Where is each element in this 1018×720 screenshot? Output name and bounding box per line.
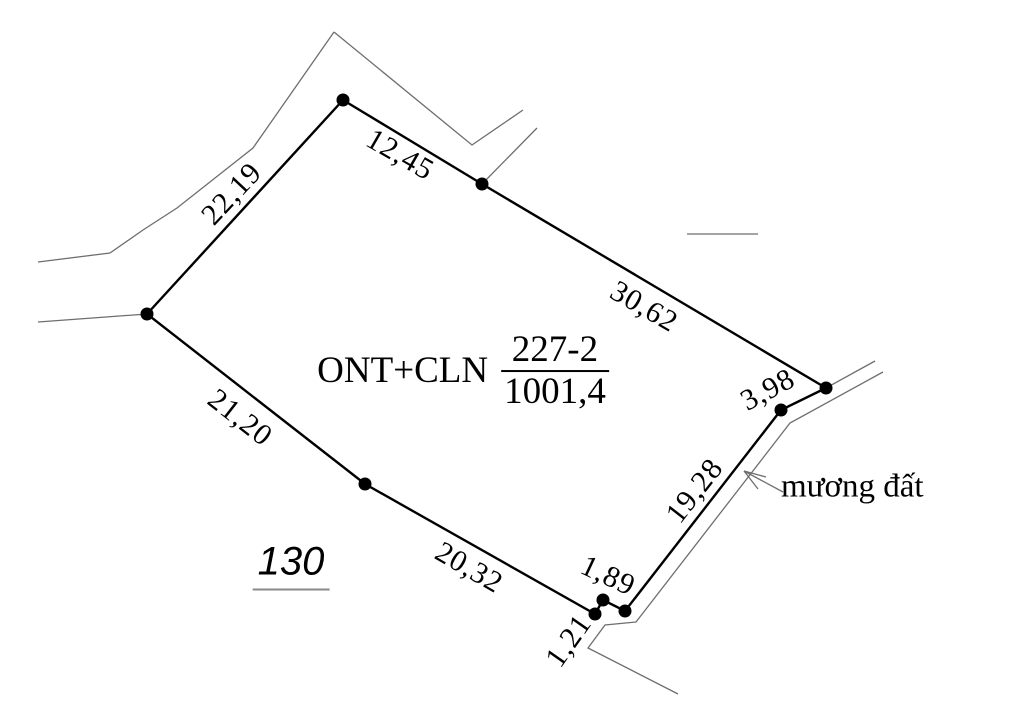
parcel-boundary [145, 98, 829, 616]
parcel-area: 1001,4 [501, 370, 609, 412]
parcel-center-label: ONT+CLN 227-2 1001,4 [317, 330, 609, 412]
vertex-dot-1 [140, 307, 154, 321]
parcel-number-area-fraction: 227-2 1001,4 [501, 330, 609, 412]
ditch-bank-lower [587, 371, 884, 695]
ditch-arrow-shaft [743, 470, 784, 493]
vertex-dot-7 [596, 593, 610, 607]
vertex-dot-4 [819, 381, 833, 395]
adjacent-boundary-left [37, 313, 148, 323]
vertex-dot-8 [588, 607, 602, 621]
vertex-dot-6 [618, 604, 632, 618]
vertex-dot-5 [774, 403, 788, 417]
land-use-code: ONT+CLN [317, 350, 489, 392]
ditch-bank-upper [825, 360, 876, 389]
adjacent-spur-north-vertex [481, 127, 538, 185]
vertex-dot-3 [475, 177, 489, 191]
neighbor-parcel-number: 130 [252, 540, 330, 591]
adjacent-boundary-upper-left [37, 31, 335, 263]
ditch-annotation-label: mương đất [781, 468, 924, 505]
parcel-number: 227-2 [511, 329, 599, 371]
adjacent-boundary-top-branch [333, 31, 524, 146]
ditch-arrow-barb-1 [743, 470, 767, 478]
ditch-arrow-barb-2 [743, 470, 759, 490]
vertex-dot-2 [336, 93, 350, 107]
vertex-dot-9 [358, 477, 372, 491]
